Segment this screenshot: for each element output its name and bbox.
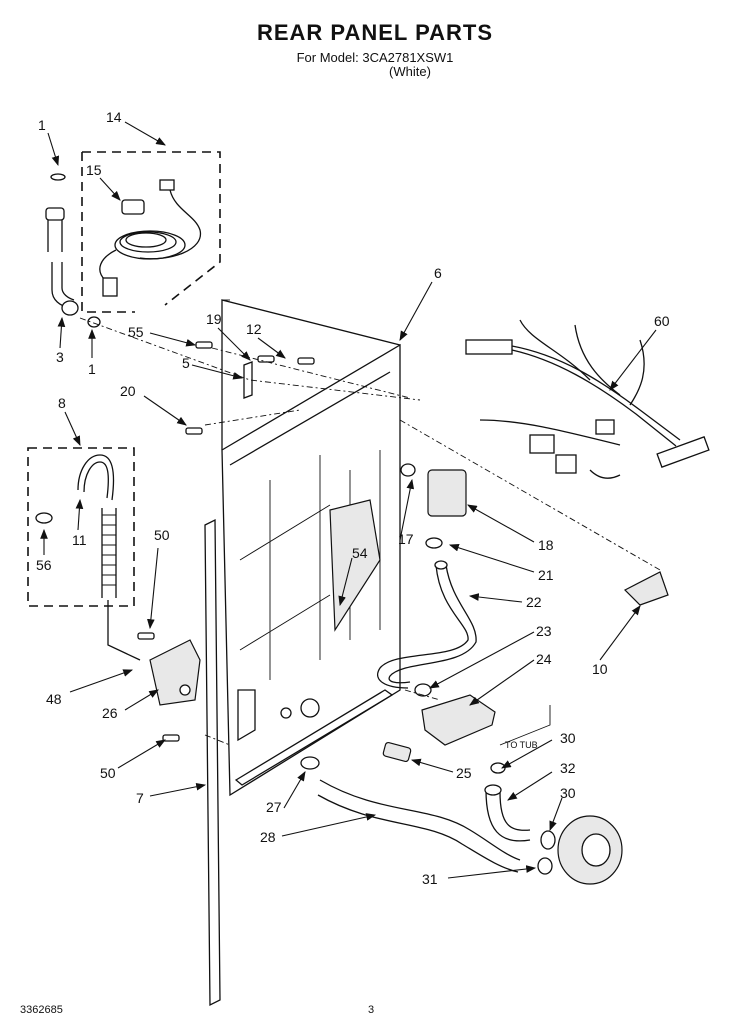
callout-10: 10 — [592, 661, 608, 677]
page-title: REAR PANEL PARTS — [256, 20, 494, 45]
callout-48: 48 — [46, 691, 62, 707]
color-line: (White) — [389, 64, 431, 79]
to-tub-note: TO TUB — [505, 740, 538, 750]
callout-7: 7 — [136, 790, 144, 806]
callout-1: 1 — [38, 117, 46, 133]
pump — [557, 815, 623, 885]
callout-22: 22 — [526, 594, 542, 610]
callout-14: 14 — [106, 109, 122, 125]
drain-hose — [35, 454, 117, 598]
inlet-hose-22 — [377, 564, 469, 689]
callout-6: 6 — [434, 265, 442, 281]
power-cord — [99, 179, 201, 297]
callout-23: 23 — [536, 623, 552, 639]
callout-24: 24 — [536, 651, 552, 667]
callout-15: 15 — [86, 162, 102, 178]
callout-17: 17 — [398, 531, 414, 547]
callout-18: 18 — [538, 537, 554, 553]
callout-31: 31 — [422, 871, 438, 887]
callout-leaders — [40, 121, 657, 879]
model-line: For Model: 3CA2781XSW1 — [296, 50, 454, 65]
callout-55: 55 — [128, 324, 144, 340]
callout-8: 8 — [58, 395, 66, 411]
callout-26: 26 — [102, 705, 118, 721]
callout-5: 5 — [182, 355, 190, 371]
callout-50-lower: 50 — [100, 765, 116, 781]
callout-28: 28 — [260, 829, 276, 845]
elbow-hose — [485, 789, 531, 842]
water-valve — [427, 469, 467, 517]
inlet-hose-assembly — [45, 173, 101, 328]
doc-number: 3362685 — [20, 1004, 63, 1016]
drain-hose-28 — [319, 779, 521, 861]
callout-21: 21 — [538, 567, 554, 583]
side-strip — [204, 518, 221, 1007]
dispenser-bracket — [421, 694, 496, 746]
callout-60: 60 — [654, 313, 670, 329]
screws — [137, 341, 315, 742]
callout-25: 25 — [456, 765, 472, 781]
drain-hose-kit-box — [27, 447, 135, 607]
callout-56: 56 — [36, 557, 52, 573]
callout-50: 50 — [154, 527, 170, 543]
callout-30: 30 — [560, 730, 576, 746]
page-number: 3 — [368, 1004, 375, 1016]
callout-19: 19 — [206, 311, 222, 327]
callout-1-lower: 1 — [88, 361, 96, 377]
assembly-lines — [79, 317, 661, 746]
power-cord-kit-box — [81, 151, 221, 313]
part-10 — [623, 571, 669, 606]
callout-32: 32 — [560, 760, 576, 776]
callout-12: 12 — [246, 321, 262, 337]
callout-11: 11 — [72, 532, 87, 548]
callout-30-lower: 30 — [560, 785, 576, 801]
callout-54: 54 — [352, 545, 368, 561]
callout-3: 3 — [56, 349, 64, 365]
part-25 — [382, 741, 412, 763]
wire-harness — [465, 319, 710, 479]
hose-bracket — [149, 639, 201, 706]
callout-27: 27 — [266, 799, 282, 815]
hose-clip — [243, 361, 253, 399]
callout-20: 20 — [120, 383, 136, 399]
